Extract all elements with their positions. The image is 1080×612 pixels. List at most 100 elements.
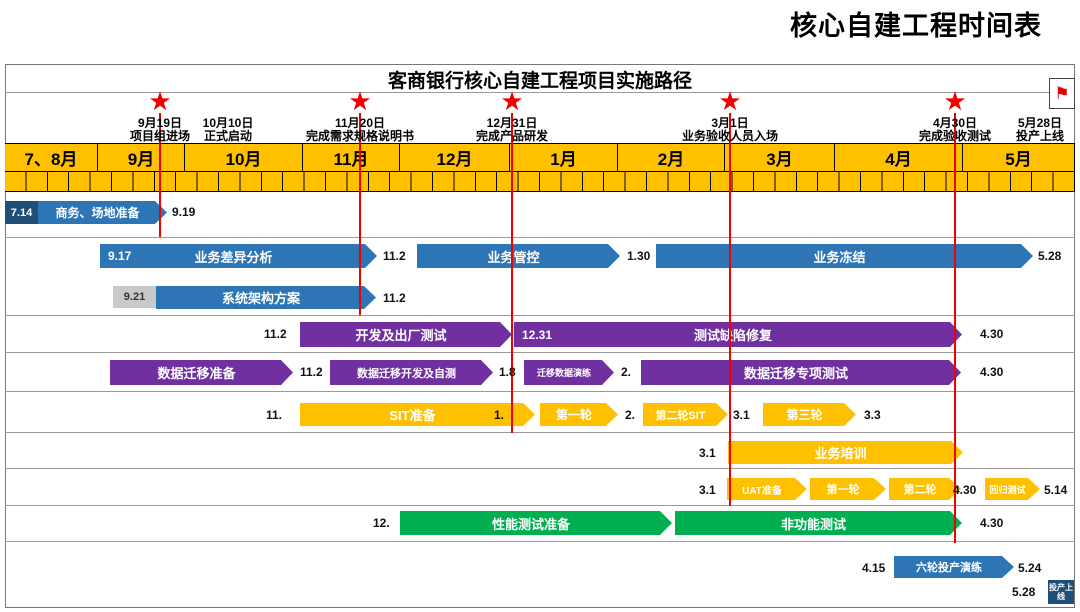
- milestone-line: [159, 113, 161, 237]
- date-label: 4.30: [980, 327, 1004, 341]
- gantt-bar: 回归测试: [985, 478, 1040, 500]
- date-label: 5.28: [1038, 249, 1062, 263]
- milestone-star-icon: ★: [148, 86, 172, 116]
- gantt-bar: 第一轮: [810, 478, 886, 500]
- gantt-bar: 数据迁移准备: [110, 360, 293, 385]
- date-label: 12.: [373, 516, 390, 530]
- milestone-desc: 投产上线: [1015, 129, 1065, 143]
- milestone-star-icon: ★: [718, 86, 742, 116]
- date-label: 11.2: [383, 291, 406, 305]
- gantt-bar: 第二轮SIT: [643, 403, 728, 426]
- milestone-date: 9月19日: [137, 116, 183, 130]
- row-separator: [5, 541, 1075, 542]
- gantt-bar: 第三轮: [763, 403, 856, 426]
- gantt-bar: 业务冻结: [656, 244, 1033, 268]
- milestone-date: 11月20日: [334, 116, 386, 130]
- gantt-bar: 六轮投产演练: [894, 556, 1014, 578]
- date-label: 11.2: [264, 327, 287, 341]
- gantt-bar: 业务培训: [728, 441, 963, 464]
- date-label: 2.: [621, 365, 632, 379]
- month-cell: 4月: [835, 143, 963, 172]
- date-label: 5.24: [1018, 561, 1042, 575]
- milestone-desc: 完成需求规格说明书: [305, 129, 415, 143]
- gantt-bar: 第一轮: [540, 403, 618, 426]
- row-separator: [5, 237, 1075, 238]
- milestone-desc: 完成验收测试: [918, 129, 992, 143]
- month-cell: 10月: [185, 143, 303, 172]
- date-label: 3.1: [699, 483, 716, 497]
- milestone-line: [954, 113, 956, 543]
- month-cell: 5月: [963, 143, 1075, 172]
- date-label: 2.: [625, 408, 636, 422]
- page-title: 核心自建工程时间表: [790, 11, 1042, 41]
- milestone-line: [729, 113, 731, 506]
- date-label: 3.1: [699, 446, 716, 460]
- month-cell: 9月: [98, 143, 185, 172]
- week-grid: [5, 172, 1075, 192]
- gantt-bar: 第二轮: [889, 478, 961, 500]
- milestone-desc: 正式启动: [203, 129, 253, 143]
- month-cell: 7、8月: [5, 143, 98, 172]
- milestone-date: 5月28日: [1017, 116, 1063, 130]
- row-separator: [5, 391, 1075, 392]
- date-label: 3.1: [733, 408, 750, 422]
- title-divider: [5, 92, 1075, 93]
- gantt-bar: 开发及出厂测试: [300, 322, 512, 347]
- milestone-date: 4月30日: [932, 116, 978, 130]
- date-label: 5.14: [1044, 483, 1068, 497]
- gantt-bar: 业务管控: [417, 244, 620, 268]
- row-separator: [5, 505, 1075, 506]
- milestone-date: 10月10日: [202, 116, 254, 130]
- row-separator: [5, 315, 1075, 316]
- milestone-date: 3月1日: [711, 116, 749, 130]
- date-label: 11.2: [300, 365, 323, 379]
- gantt-bar: 系统架构方案: [156, 286, 376, 309]
- milestone-desc: 项目组进场: [129, 129, 191, 143]
- launch-flag-icon: ⚑: [1049, 78, 1075, 109]
- date-label: 4.30: [980, 516, 1004, 530]
- date-label: 9.19: [172, 205, 196, 219]
- date-label: 3.3: [864, 408, 881, 422]
- month-cell: 3月: [725, 143, 835, 172]
- bar-start-date: 9.17: [108, 249, 132, 263]
- milestone-line: [359, 113, 361, 315]
- chart-title: 客商银行核心自建工程项目实施路径: [387, 71, 692, 92]
- row-separator: [5, 468, 1075, 469]
- date-label: 4.15: [862, 561, 886, 575]
- milestone-star-icon: ★: [943, 86, 967, 116]
- date-label: 4.30: [953, 483, 977, 497]
- row-separator: [5, 352, 1075, 353]
- date-label: 1.30: [627, 249, 651, 263]
- milestone-desc: 业务验收人员入场: [681, 129, 779, 143]
- date-label: 4.30: [980, 365, 1004, 379]
- gantt-bar: 数据迁移开发及自测: [330, 360, 493, 385]
- gantt-bar: 7.14: [5, 201, 38, 224]
- month-cell: 11月: [303, 143, 400, 172]
- date-label: 5.28: [1012, 585, 1036, 599]
- milestone-desc: 完成产品研发: [475, 129, 549, 143]
- milestone-star-icon: ★: [348, 86, 372, 116]
- month-cell: 1月: [510, 143, 618, 172]
- gantt-bar: 9.21: [113, 286, 156, 308]
- row-separator: [5, 432, 1075, 433]
- date-label: 11.2: [383, 249, 406, 263]
- milestone-line: [511, 113, 513, 433]
- bar-start-date: 12.31: [522, 327, 553, 342]
- flag-glyph: ⚑: [1054, 83, 1070, 103]
- gantt-bar: SIT准备: [300, 403, 535, 426]
- milestone-star-icon: ★: [500, 86, 524, 116]
- gantt-bar: 数据迁移专项测试: [641, 360, 961, 385]
- date-label: 1.8: [499, 365, 516, 379]
- month-cell: 2月: [618, 143, 725, 172]
- gantt-bar: 迁移数据演练: [524, 360, 614, 385]
- date-label: 1.: [494, 408, 505, 422]
- gantt-bar: 非功能测试: [675, 511, 962, 535]
- gantt-bar: 商务、场地准备: [38, 201, 167, 224]
- date-label: 11.: [266, 408, 283, 422]
- gantt-bar: UAT准备: [727, 478, 807, 500]
- gantt-bar: 投产上线: [1048, 580, 1074, 604]
- month-cell: 12月: [400, 143, 510, 172]
